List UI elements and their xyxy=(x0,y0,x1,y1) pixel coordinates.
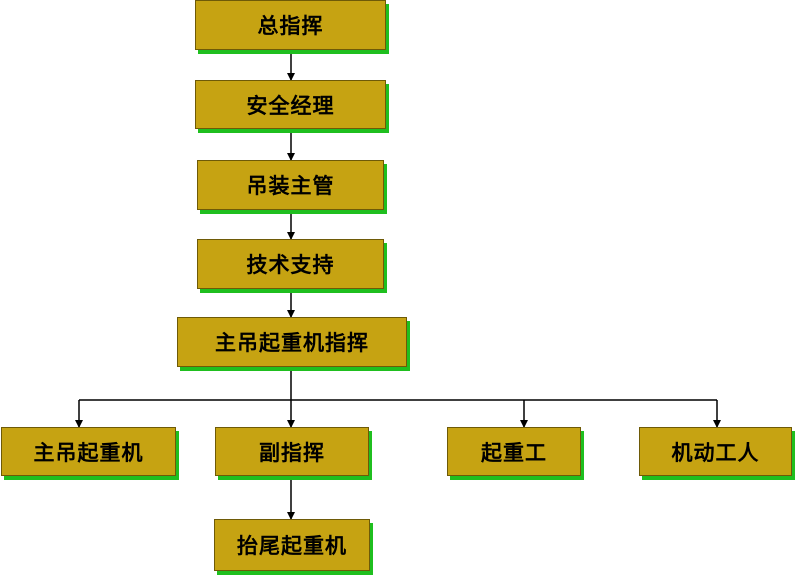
node-main-crane: 主吊起重机 xyxy=(1,427,176,476)
node-rigger: 起重工 xyxy=(447,427,581,476)
node-mobile-worker-label: 机动工人 xyxy=(671,440,760,465)
node-safety-manager-label: 安全经理 xyxy=(246,93,335,118)
node-rigger-label: 起重工 xyxy=(481,440,547,465)
node-mobile-worker: 机动工人 xyxy=(639,427,792,476)
node-main-crane-signaller-label: 主吊起重机指挥 xyxy=(215,331,369,355)
node-tailing-crane: 抬尾起重机 xyxy=(214,519,370,571)
node-deputy-signaller-label: 副指挥 xyxy=(259,440,325,465)
node-lifting-supervisor: 吊装主管 xyxy=(197,160,384,210)
node-commander: 总指挥 xyxy=(195,0,386,50)
node-commander-label: 总指挥 xyxy=(257,14,324,38)
node-tailing-crane-label: 抬尾起重机 xyxy=(237,534,347,558)
node-deputy-signaller: 副指挥 xyxy=(215,427,369,476)
node-lifting-supervisor-label: 吊装主管 xyxy=(246,174,335,198)
node-main-crane-signaller: 主吊起重机指挥 xyxy=(177,317,407,367)
node-technical-support-label: 技术支持 xyxy=(246,253,335,277)
node-safety-manager: 安全经理 xyxy=(195,80,386,129)
node-technical-support: 技术支持 xyxy=(197,239,384,289)
node-main-crane-label: 主吊起重机 xyxy=(33,440,144,465)
